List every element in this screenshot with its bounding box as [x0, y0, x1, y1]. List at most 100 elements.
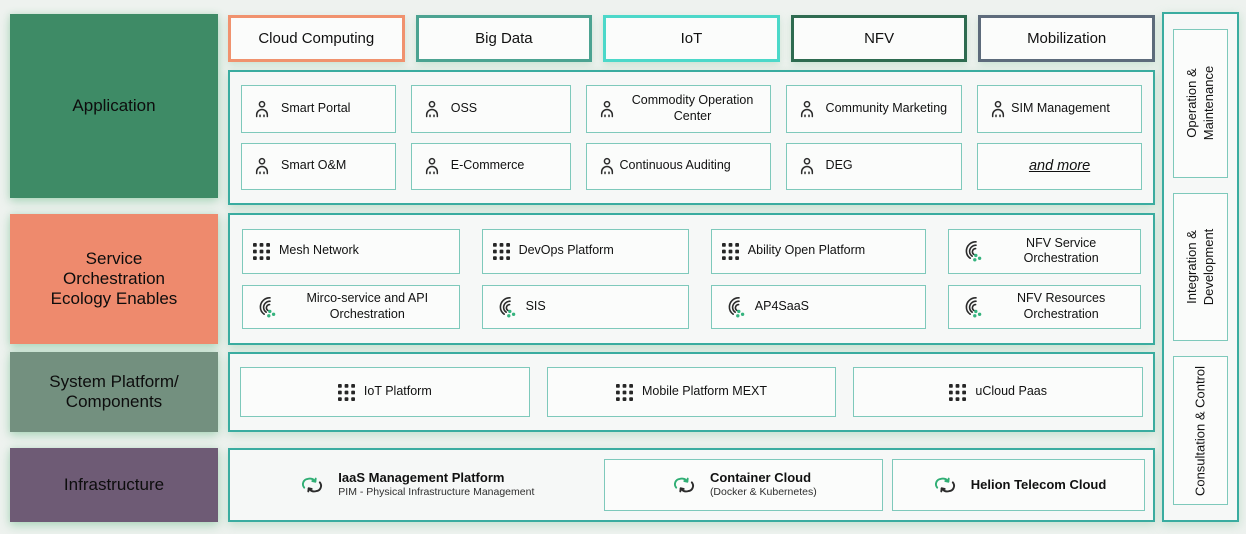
- grid-dots-icon: [253, 242, 270, 260]
- app-item-e-commerce: E-Commerce: [410, 142, 571, 190]
- rail-label-line1: Operation &: [1183, 68, 1199, 139]
- person-icon: [797, 156, 817, 176]
- infra-item-title: Helion Telecom Cloud: [970, 477, 1107, 493]
- person-icon: [597, 156, 617, 176]
- orchestration-swirl-icon: [493, 295, 517, 319]
- app-item-deg: DEG: [785, 142, 963, 190]
- layer-infrastructure: Infrastructure: [10, 448, 218, 522]
- app-item-label: Continuous Auditing: [619, 158, 731, 173]
- infra-item-subtitle: (Docker & Kubernetes): [709, 485, 817, 498]
- infrastructure-container: IaaS Management Platform PIM - Physical …: [228, 448, 1155, 522]
- app-item-oss: OSS: [410, 85, 571, 133]
- app-item-label: SIM Management: [1011, 100, 1110, 115]
- rail-consultation-control: Consultation & Control: [1173, 356, 1228, 506]
- rail-label-line1: Consultation & Control: [1192, 365, 1208, 496]
- and-more-label: and more: [1028, 158, 1091, 175]
- svc-item-ap4saas: AP4SaaS: [710, 284, 927, 329]
- layer-application: Application: [10, 14, 218, 198]
- sys-item-mobile-platform-mext: Mobile Platform MEXT: [546, 367, 837, 417]
- cloud-sync-icon: [670, 474, 698, 496]
- grid-dots-icon: [721, 242, 739, 260]
- diagram-main: Cloud Computing Big Data IoT NFV Mobiliz…: [228, 0, 1155, 534]
- category-mobilization: Mobilization: [978, 15, 1155, 62]
- infra-item-iaas-management: IaaS Management Platform PIM - Physical …: [238, 459, 595, 511]
- svc-item-label: DevOps Platform: [518, 243, 614, 258]
- svc-item-ability-open-platform: Ability Open Platform: [710, 229, 927, 274]
- svc-item-mesh-network: Mesh Network: [242, 229, 460, 274]
- svc-item-nfv-resources-orchestration: NFV Resources Orchestration: [948, 284, 1141, 329]
- category-nfv-label: NFV: [864, 30, 895, 47]
- app-item-label: Community Marketing: [825, 100, 948, 115]
- sys-item-iot-platform: IoT Platform: [240, 367, 530, 417]
- svc-item-label: Mirco-service and API Orchestration: [306, 291, 429, 321]
- rail-operation-maintenance: Operation & Maintenance: [1173, 29, 1228, 178]
- sys-item-label: Mobile Platform MEXT: [641, 384, 768, 399]
- app-item-label: Commodity Operation Center: [631, 93, 754, 123]
- person-icon: [797, 99, 817, 119]
- grid-dots-icon: [492, 242, 510, 260]
- infra-item-container-cloud: Container Cloud (Docker & Kubernetes): [603, 459, 884, 511]
- svc-item-label: SIS: [525, 298, 546, 313]
- application-items-container: Smart Portal OSS Commodity Operation Cen…: [228, 70, 1155, 205]
- right-rail: Operation & Maintenance Integration & De…: [1162, 12, 1239, 522]
- sys-item-label: uCloud Paas: [975, 384, 1047, 399]
- app-item-label: Smart Portal: [281, 100, 351, 115]
- app-item-continuous-auditing: Continuous Auditing: [585, 142, 771, 190]
- infra-item-subtitle: PIM - Physical Infrastructure Management: [338, 485, 535, 498]
- app-item-commodity-operation-center: Commodity Operation Center: [585, 85, 771, 133]
- grid-dots-icon: [615, 383, 633, 401]
- rail-consultation-control-label: Consultation & Control: [1192, 366, 1209, 496]
- person-icon: [988, 99, 1008, 119]
- svc-item-label: NFV Resources Orchestration: [1017, 291, 1106, 321]
- layer-infrastructure-label: Infrastructure: [63, 475, 165, 494]
- person-icon: [252, 156, 272, 176]
- app-item-label: OSS: [450, 100, 478, 115]
- person-icon: [597, 99, 617, 119]
- rail-operation-maintenance-label: Operation & Maintenance: [1184, 66, 1218, 140]
- layer-system-platform-label: System Platform/ Components: [49, 372, 179, 411]
- orchestration-swirl-icon: [959, 239, 983, 263]
- rail-label-line1: Integration &: [1183, 230, 1199, 304]
- category-mobilization-label: Mobilization: [1027, 30, 1107, 47]
- grid-dots-icon: [949, 383, 967, 401]
- app-item-label: DEG: [825, 158, 853, 173]
- app-item-sim-management: SIM Management: [977, 85, 1142, 133]
- person-icon: [252, 99, 272, 119]
- person-icon: [422, 99, 442, 119]
- category-big-data-label: Big Data: [475, 30, 533, 47]
- orchestration-swirl-icon: [722, 295, 746, 319]
- infra-item-text: Container Cloud (Docker & Kubernetes): [710, 470, 817, 499]
- app-item-smart-portal: Smart Portal: [241, 85, 396, 133]
- infra-item-title: IaaS Management Platform: [338, 470, 505, 486]
- layer-application-label: Application: [72, 96, 156, 115]
- rail-label-line2: Development: [1200, 228, 1216, 306]
- app-item-label: E-Commerce: [450, 158, 525, 173]
- svc-item-label: Mesh Network: [279, 243, 359, 258]
- infra-item-text: Helion Telecom Cloud: [971, 477, 1107, 493]
- layer-service-orchestration-label: Service Orchestration Ecology Enables: [50, 249, 178, 308]
- cloud-sync-icon: [298, 474, 326, 496]
- svc-item-microservice-api-orchestration: Mirco-service and API Orchestration: [242, 284, 460, 329]
- svc-item-devops-platform: DevOps Platform: [481, 229, 689, 274]
- app-item-community-marketing: Community Marketing: [785, 85, 963, 133]
- sys-item-ucloud-paas: uCloud Paas: [853, 367, 1144, 417]
- app-item-and-more: and more: [977, 142, 1142, 190]
- svc-item-label: NFV Service Orchestration: [1023, 235, 1099, 266]
- grid-dots-icon: [337, 383, 355, 401]
- svc-item-nfv-service-orchestration: NFV Service Orchestration: [948, 229, 1141, 274]
- rail-integration-development-label: Integration & Development: [1184, 229, 1218, 306]
- infra-item-text: IaaS Management Platform PIM - Physical …: [338, 470, 534, 499]
- category-big-data: Big Data: [415, 15, 593, 62]
- layer-service-orchestration: Service Orchestration Ecology Enables: [10, 214, 218, 344]
- sys-item-label: IoT Platform: [363, 384, 432, 399]
- system-platform-container: IoT Platform Mobile Platform MEXT uCloud…: [228, 352, 1155, 432]
- cloud-sync-icon: [931, 474, 959, 496]
- rail-label-line2: Maintenance: [1200, 66, 1216, 141]
- category-cloud-computing-label: Cloud Computing: [258, 30, 375, 47]
- service-orchestration-container: Mesh Network DevOps Platform Ability Ope…: [228, 213, 1155, 345]
- svc-item-label: Ability Open Platform: [747, 243, 866, 258]
- category-nfv: NFV: [790, 15, 968, 62]
- orchestration-swirl-icon: [253, 295, 277, 319]
- svc-item-label: AP4SaaS: [754, 298, 809, 313]
